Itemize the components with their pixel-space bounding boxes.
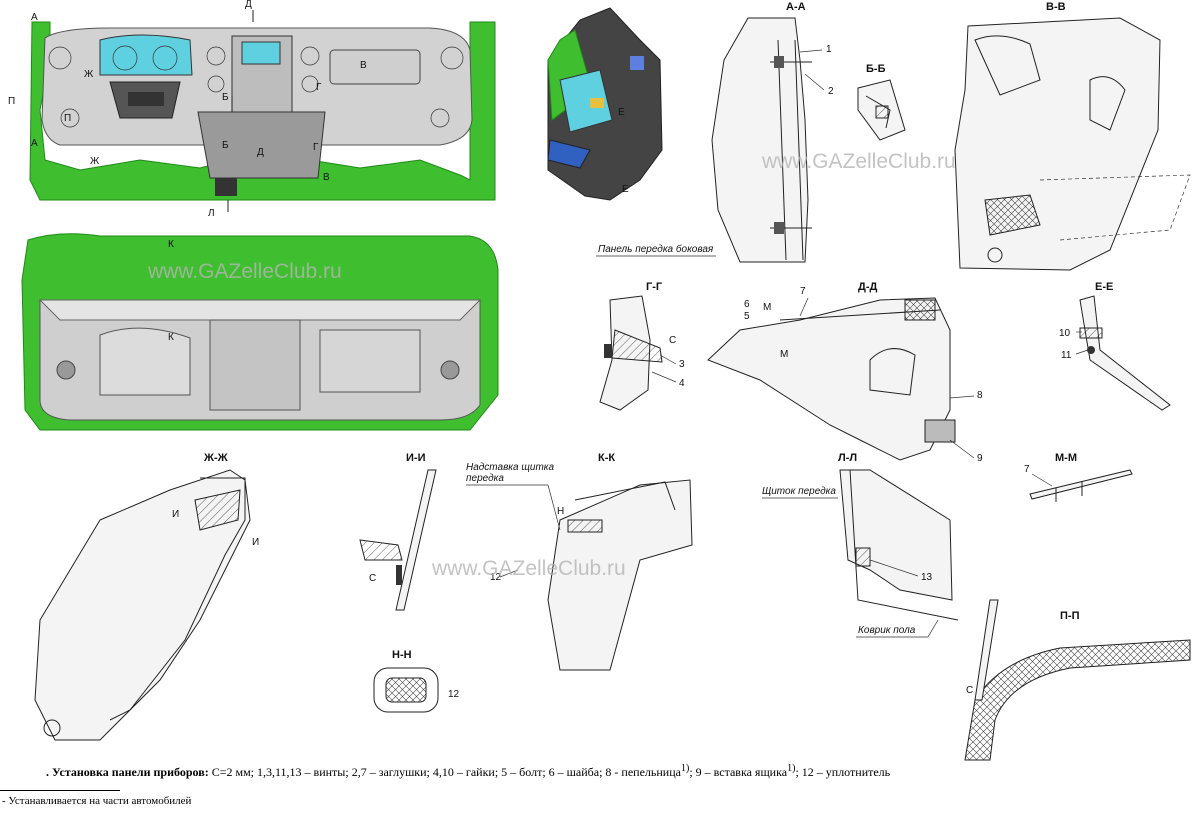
callout-10: 10 [1059, 328, 1071, 339]
dashboard-rear-view: К К [21, 233, 499, 431]
caption-side-panel: Панель передка боковая [598, 243, 714, 255]
cut-label-m-top: М [763, 302, 771, 313]
cut-label-zh-bottom: Ж [90, 156, 100, 167]
section-dd: Д-Д 6 5 М М 7 8 9 [707, 281, 983, 464]
section-vv: В-В [954, 1, 1191, 271]
section-ii-title: И-И [406, 452, 426, 464]
callout-13: 13 [921, 572, 933, 583]
callout-12-kk: 12 [490, 572, 502, 583]
cut-label-e-bottom: Е [622, 184, 629, 195]
callout-3: 3 [679, 359, 685, 370]
cut-label-b-bottom: Б [222, 140, 229, 151]
watermark-left: www.GAZelleClub.ru [147, 260, 342, 283]
footnote-divider [0, 790, 120, 791]
section-pp: П-П С [964, 599, 1191, 761]
callout-5: 5 [744, 311, 750, 322]
section-kk: К-К Н 12 Надставка щитка передка [466, 452, 693, 671]
section-nn-title: Н-Н [392, 649, 412, 661]
caption-front-extension-1: Надставка щитка [466, 462, 554, 473]
section-ll-title: Л-Л [838, 452, 857, 464]
gap-c-gg: С [669, 335, 676, 346]
section-kk-title: К-К [598, 452, 615, 464]
callout-7-dd: 7 [800, 286, 806, 297]
figure-caption-title: . Установка панели приборов: [46, 765, 209, 779]
figure-caption-body-2: ; 9 – вставка ящика [689, 765, 788, 779]
section-ee: Е-Е 10 11 [1059, 281, 1171, 411]
section-mm-title: М-М [1055, 452, 1077, 464]
cut-label-i-right: И [252, 537, 259, 548]
cut-label-i-left: И [172, 509, 179, 520]
section-dd-title: Д-Д [858, 281, 877, 293]
section-ee-title: Е-Е [1095, 281, 1113, 293]
figure-caption-sup-1: 1) [680, 763, 690, 774]
callout-4: 4 [679, 378, 685, 389]
callout-7-mm: 7 [1024, 464, 1030, 475]
section-nn: Н-Н 12 [373, 649, 460, 713]
caption-front-extension-2: передка [466, 473, 504, 484]
cut-label-p-right: П [64, 113, 71, 124]
cut-label-g-top: Г [316, 82, 322, 93]
cut-label-b-top: Б [222, 92, 229, 103]
section-bb: Б-Б [857, 63, 906, 141]
callout-1: 1 [826, 44, 832, 55]
gap-c-ii: С [369, 573, 376, 584]
cut-label-v-bottom: В [323, 172, 330, 183]
cut-label-n-top: Н [557, 506, 564, 517]
section-gg-title: Г-Г [646, 281, 663, 293]
section-pp-title: П-П [1060, 610, 1080, 622]
cut-label-zh-top: Ж [84, 69, 94, 80]
cut-label-p-left: П [8, 96, 15, 107]
cut-label-k-top: К [168, 239, 174, 250]
callout-6: 6 [744, 299, 750, 310]
section-aa-title: А-А [786, 1, 806, 13]
watermark-top: www.GAZelleClub.ru [761, 150, 956, 173]
cut-label-d-top: Д [245, 0, 252, 10]
section-bb-title: Б-Б [866, 63, 886, 75]
cut-label-m-bottom: М [780, 349, 788, 360]
section-mm: М-М 7 [1024, 452, 1133, 502]
figure-caption-body-3: ; 12 – уплотнитель [795, 765, 891, 779]
section-aa: А-А 1 2 Панель передка боковая [596, 1, 834, 263]
section-ii: И-И С [359, 452, 437, 611]
cut-label-g-bottom: Г [313, 142, 319, 153]
cut-label-d-bottom: Д [257, 147, 264, 158]
watermark-center: www.GAZelleClub.ru [431, 557, 626, 580]
callout-8: 8 [977, 390, 983, 401]
cut-label-k-bottom: К [168, 332, 174, 343]
figure-caption-sup-2: 1) [787, 763, 796, 774]
section-zhzh: Ж-Ж И И [34, 452, 259, 741]
cut-label-v-top: В [360, 60, 367, 71]
caption-floor-mat: Коврик пола [858, 625, 916, 636]
caption-front-shield: Щиток передка [762, 486, 836, 497]
section-zhzh-title: Ж-Ж [203, 452, 228, 464]
section-ll: Л-Л 13 Щиток передка Коврик пола [762, 452, 959, 638]
cut-label-a-top: А [31, 12, 38, 23]
figure-caption-body-1: С=2 мм; 1,3,11,13 – винты; 2,7 – заглушк… [208, 765, 681, 779]
cut-label-e-top: Е [618, 107, 625, 118]
callout-12-nn: 12 [448, 689, 460, 700]
cut-label-l: Л [208, 208, 215, 219]
footnote: - Устанавливается на части автомобилей [2, 795, 192, 807]
gap-c-pp: С [966, 685, 973, 696]
callout-11: 11 [1061, 350, 1072, 361]
section-vv-title: В-В [1046, 1, 1066, 13]
cut-label-a-bottom: А [31, 138, 38, 149]
callout-2: 2 [828, 86, 834, 97]
section-gg: Г-Г 3 4 С [599, 281, 685, 411]
figure-caption: . Установка панели приборов: С=2 мм; 1,3… [46, 763, 890, 780]
callout-9: 9 [977, 453, 983, 464]
dashboard-front-view: А А Д Д В В Б Б Г Г П П Ж Ж Л [8, 0, 496, 219]
dashboard-side-cutaway: Е Е [547, 7, 663, 201]
